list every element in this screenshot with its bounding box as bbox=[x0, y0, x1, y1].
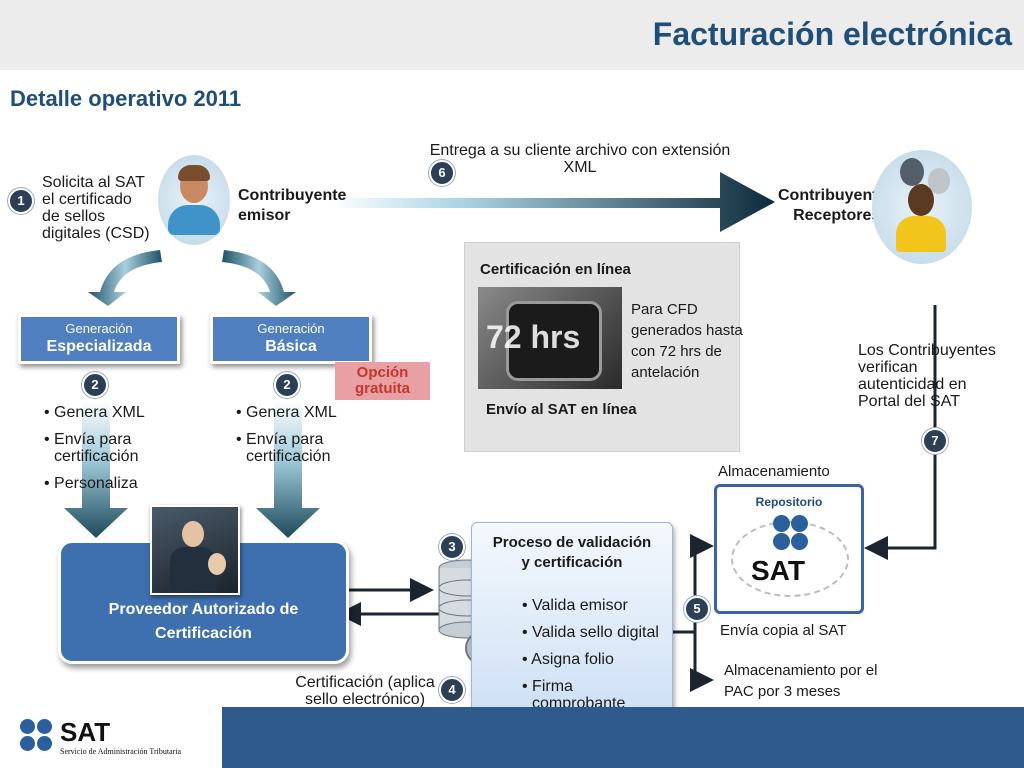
receptores-avatar-icon bbox=[872, 150, 972, 264]
down-arrow-left bbox=[64, 400, 128, 538]
cert-panel-title: Certificación en línea bbox=[480, 261, 631, 278]
stopwatch-icon: 72 hrs bbox=[478, 287, 622, 389]
stopwatch-label: 72 hrs bbox=[486, 319, 581, 355]
repositorio-sat-text: SAT bbox=[751, 555, 805, 586]
list-item: • Envía para certificación bbox=[236, 431, 331, 465]
emisor-avatar-icon bbox=[158, 155, 230, 245]
repositorio-ring-icon bbox=[731, 521, 849, 597]
list-item: • Genera XML bbox=[236, 404, 337, 421]
sat-footer-logo-icon bbox=[20, 719, 54, 753]
footer-bar bbox=[222, 707, 1024, 768]
step-5-text: Envía copia al SAT bbox=[720, 622, 847, 639]
repositorio-title: Repositorio bbox=[755, 495, 823, 509]
header-bar bbox=[0, 0, 1024, 70]
especializada-list: • Genera XML • Envía para certificación … bbox=[42, 404, 162, 502]
footer-sat-text: SAT bbox=[60, 717, 111, 747]
delivery-arrow bbox=[330, 172, 775, 232]
curve-arrow-right bbox=[222, 250, 296, 306]
list-item: • Genera XML bbox=[44, 404, 145, 421]
cert-panel-footer: Envío al SAT en línea bbox=[486, 401, 637, 418]
step-3-badge: 3 bbox=[439, 534, 465, 560]
list-item: • Personaliza bbox=[44, 475, 138, 492]
step-2-badge-especializada: 2 bbox=[82, 372, 108, 398]
repositorio-box: Repositorio SAT bbox=[714, 484, 864, 614]
gen-basica-box: Generación Básica bbox=[210, 314, 372, 364]
list-item: • Envía para certificación bbox=[44, 431, 139, 465]
proceso-list: • Valida emisor • Valida sello digital •… bbox=[520, 597, 660, 712]
step-6-text: Entrega a su cliente archivo con extensi… bbox=[429, 142, 731, 176]
gen-especializada-box: Generación Especializada bbox=[18, 314, 180, 364]
step-7-badge: 7 bbox=[922, 428, 948, 454]
list-item: • Valida emisor bbox=[522, 597, 628, 614]
pac-people-photo bbox=[150, 505, 240, 595]
step-4-badge: 4 bbox=[439, 677, 465, 703]
step-2-badge-basica: 2 bbox=[274, 372, 300, 398]
step-5-badge: 5 bbox=[684, 596, 710, 622]
almacenamiento-label: Almacenamiento bbox=[718, 463, 830, 480]
footer-logo-area: SAT Servicio de Administración Tributari… bbox=[0, 707, 222, 768]
page-subtitle: Detalle operativo 2011 bbox=[10, 86, 242, 111]
page-title: Facturación electrónica bbox=[652, 16, 1012, 52]
step-6-badge: 6 bbox=[429, 160, 455, 186]
step-1-badge: 1 bbox=[8, 188, 34, 214]
down-arrow-right bbox=[256, 400, 320, 538]
list-item: • Valida sello digital bbox=[522, 624, 659, 641]
list-item: • Asigna folio bbox=[522, 651, 614, 668]
basica-list: • Genera XML • Envía para certificación bbox=[234, 404, 354, 475]
footer-org-name: Servicio de Administración Tributaria bbox=[60, 747, 182, 756]
sat-logo-icon bbox=[773, 515, 809, 551]
curve-arrow-left bbox=[88, 250, 162, 306]
